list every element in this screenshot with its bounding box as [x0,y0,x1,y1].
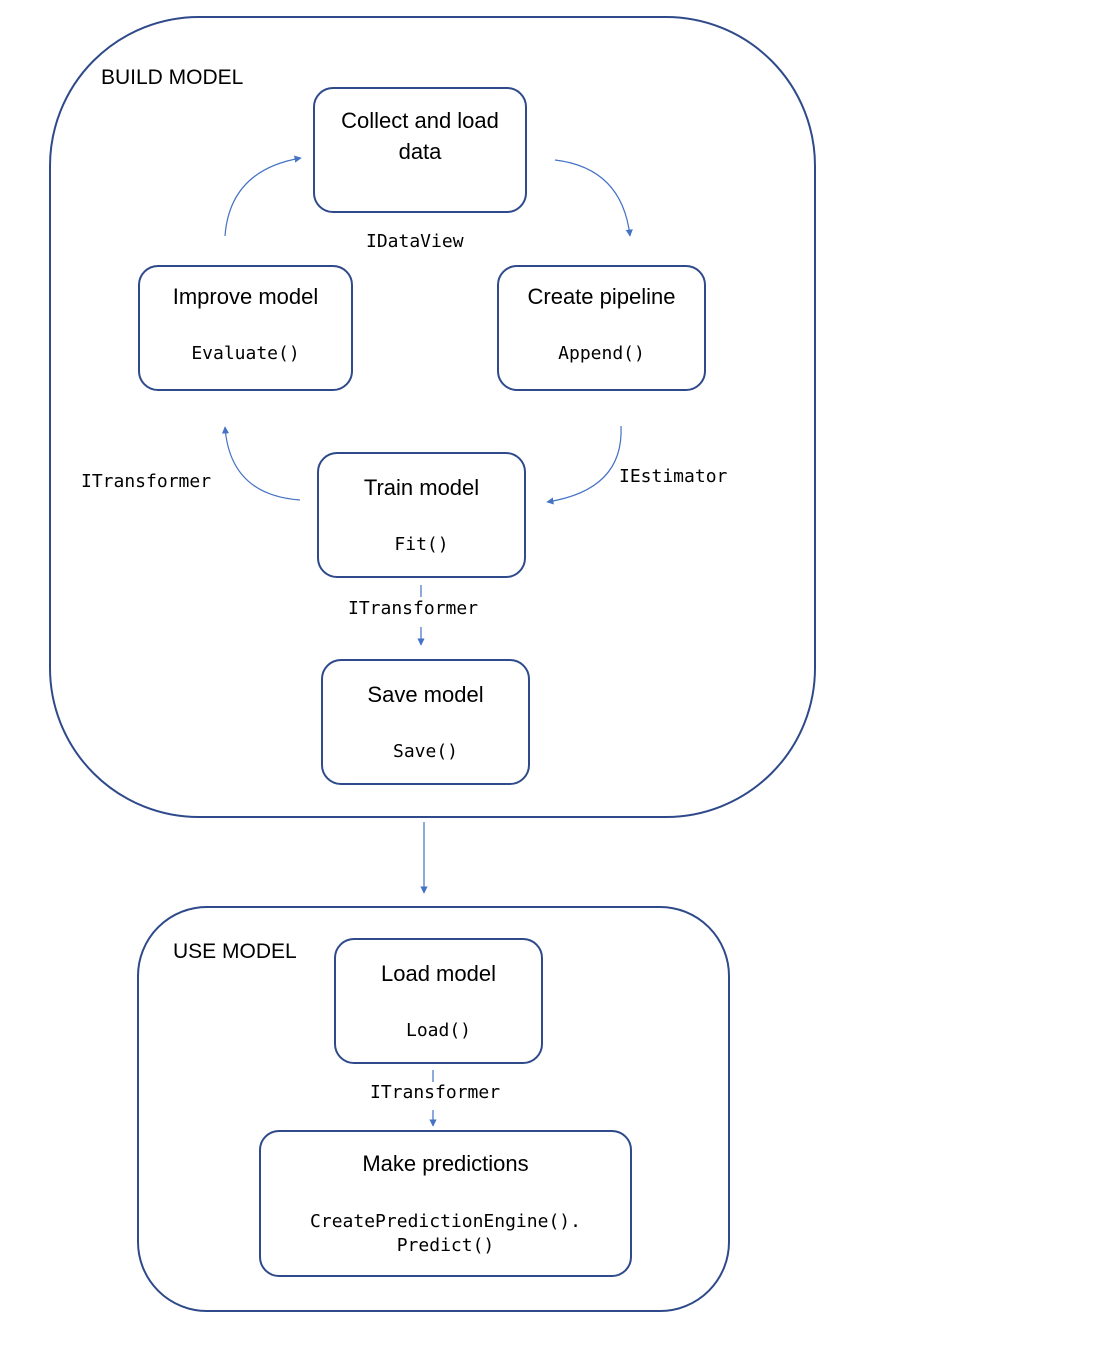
fit-method: Fit() [394,534,449,555]
predict-method: CreatePredictionEngine(). Predict() [310,1211,581,1256]
load-model-title: Load model [381,961,496,986]
build-model-label: BUILD MODEL [101,66,244,89]
load-method: Load() [405,1020,472,1041]
arrow-collect-to-pipeline [554,159,633,237]
use-model-label: USE MODEL [173,940,297,963]
create-pipeline-node[interactable]: Create pipeline Append() [497,265,706,391]
edge-label-iestimator: IEstimator [619,466,728,487]
improve-model-title: Improve model [172,284,319,309]
use-model-container [137,906,730,1312]
arrow-pipeline-to-train [546,425,622,505]
edge-label-itransformer-predict: ITransformer [370,1082,501,1103]
evaluate-method: Evaluate() [191,343,300,364]
save-method: Save() [392,741,459,762]
train-model-node[interactable]: Train model Fit() [317,452,526,578]
arrow-improve-to-collect [224,155,302,237]
improve-model-node[interactable]: Improve model Evaluate() [138,265,353,391]
make-predictions-node[interactable]: Make predictions CreatePredictionEngine(… [259,1130,632,1277]
edge-label-itransformer-save: ITransformer [348,598,479,619]
build-model-container [49,16,816,818]
edge-label-itransformer-improve: ITransformer [81,471,212,492]
append-method: Append() [558,343,645,364]
save-model-node[interactable]: Save model Save() [321,659,530,785]
make-predictions-title: Make predictions [362,1151,529,1176]
collect-load-data-title: Collect and load data [341,108,499,164]
edge-label-idataview: IDataView [366,231,464,252]
load-model-node[interactable]: Load model Load() [334,938,543,1064]
create-pipeline-title: Create pipeline [527,284,676,309]
save-model-title: Save model [367,682,484,707]
train-model-title: Train model [363,475,480,500]
collect-load-data-node[interactable]: Collect and load data [313,87,527,213]
arrow-train-to-improve [221,426,301,501]
